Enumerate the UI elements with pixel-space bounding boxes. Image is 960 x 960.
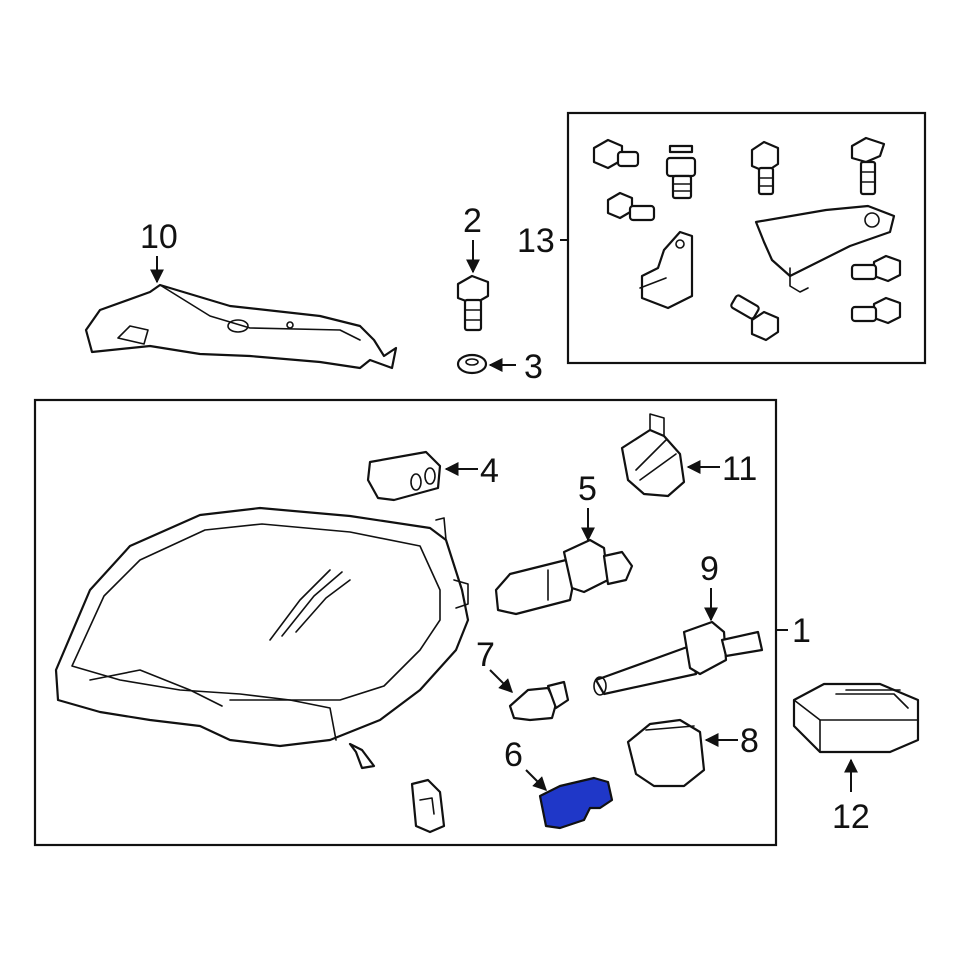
bolt-icon (850, 136, 886, 196)
highlighted-part-6 (538, 776, 614, 830)
bulb-socket-icon (626, 718, 706, 788)
bolt-icon (750, 140, 780, 196)
hardware-kit-parts (592, 136, 902, 342)
bolt-icon (592, 138, 640, 170)
headlamp-bracket (84, 283, 398, 370)
callout-6: 6 (504, 736, 523, 774)
stud-icon (665, 144, 697, 200)
halogen-bulb-icon (494, 538, 634, 616)
headlamp-insert-icon (366, 450, 442, 502)
headlamp-housing (54, 506, 470, 770)
callout-11: 11 (722, 450, 757, 488)
washer-icon (456, 353, 488, 375)
bolt-icon (850, 296, 902, 325)
callout-1: 1 (792, 612, 811, 650)
ballast-module-icon (792, 682, 920, 754)
callout-13: 13 (517, 222, 555, 260)
callout-5: 5 (578, 470, 597, 508)
callout-9: 9 (700, 550, 719, 588)
callout-4: 4 (480, 452, 499, 490)
callout-2: 2 (463, 202, 482, 240)
arm-bracket-icon (754, 204, 896, 293)
bracket-icon (639, 230, 694, 310)
hardware-kit-frame (566, 111, 927, 365)
bolt-icon (730, 294, 780, 342)
callout-7: 7 (476, 636, 495, 674)
clip-icon (410, 778, 446, 834)
xenon-bulb-icon (593, 620, 764, 696)
bolt-icon (850, 254, 902, 283)
callout-8: 8 (740, 722, 759, 760)
callout-10: 10 (140, 218, 178, 256)
bolt-icon (606, 191, 656, 222)
bolt-icon (456, 274, 490, 332)
callout-3: 3 (524, 348, 543, 386)
turn-signal-bulb-icon (538, 776, 614, 830)
callout-12: 12 (832, 798, 870, 836)
headlamp-assembly-frame (33, 398, 778, 847)
wedge-bulb-icon (508, 680, 570, 722)
bulb-cap-icon (620, 413, 686, 498)
